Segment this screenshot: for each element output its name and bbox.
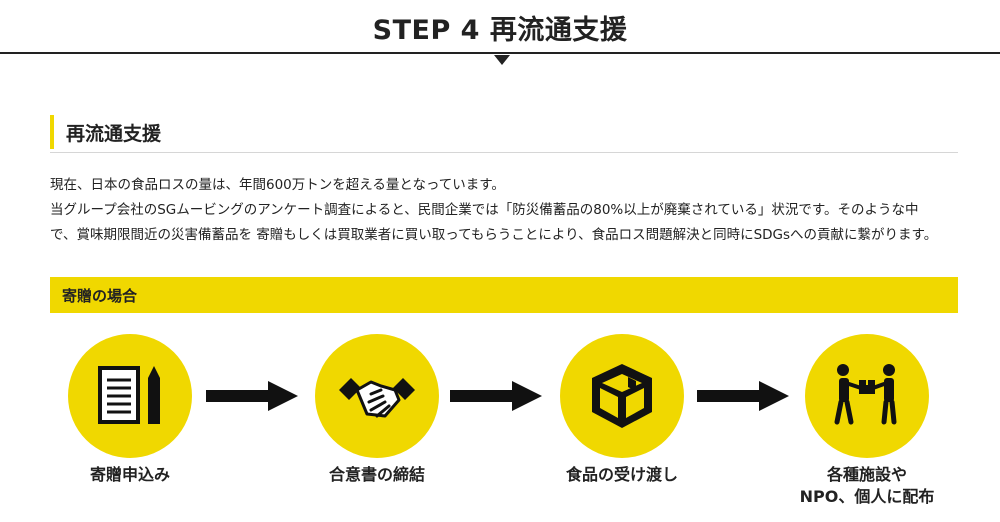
step-circle <box>560 334 684 458</box>
description-text: 現在、日本の食品ロスの量は、年間600万トンを超える量となっています。 当グルー… <box>50 173 960 248</box>
step-label: 食品の受け渡し <box>565 465 678 484</box>
section-heading: 再流通支援 <box>50 115 958 153</box>
arrow-right-icon <box>206 381 298 411</box>
step-agreement: 合意書の締結 <box>315 334 439 484</box>
step-circle <box>68 334 192 458</box>
header-pointer-icon <box>494 55 510 65</box>
handshake-icon <box>339 378 415 418</box>
step-application: 寄贈申込み <box>68 334 192 484</box>
step-circle <box>805 334 929 458</box>
people-handover-icon <box>834 364 897 425</box>
step-label: 寄贈申込み <box>89 465 170 484</box>
description-line: 現在、日本の食品ロスの量は、年間600万トンを超える量となっています。 <box>50 177 505 193</box>
section-accent-bar <box>50 115 54 149</box>
step-circle <box>315 334 439 458</box>
step-label: 各種施設や NPO、個人に配布 <box>767 464 967 508</box>
package-box-icon <box>592 364 652 428</box>
description-line: 当グループ会社のSGムービングのアンケート調査によると、民間企業では「防災備蓄品… <box>50 202 919 218</box>
step-header: STEP 4 再流通支援 <box>0 0 1000 54</box>
description-line: で、賞味期限間近の災害備蓄品を 寄贈もしくは買取業者に買い取ってもらうことにより… <box>50 227 938 243</box>
step-label: 合意書の締結 <box>328 465 425 484</box>
step-distribution: 各種施設や NPO、個人に配布 <box>800 334 934 506</box>
donation-case-band: 寄贈の場合 <box>50 277 958 313</box>
document-pen-icon <box>98 366 160 424</box>
step-handover: 食品の受け渡し <box>560 334 684 484</box>
step-label-line: NPO、個人に配布 <box>799 487 935 506</box>
section-title: 再流通支援 <box>66 123 162 145</box>
page-title: STEP 4 再流通支援 <box>372 15 628 46</box>
arrow-right-icon <box>450 381 542 411</box>
step-label-line: 各種施設や <box>826 465 907 484</box>
arrow-right-icon <box>697 381 789 411</box>
donation-case-label: 寄贈の場合 <box>62 287 138 305</box>
